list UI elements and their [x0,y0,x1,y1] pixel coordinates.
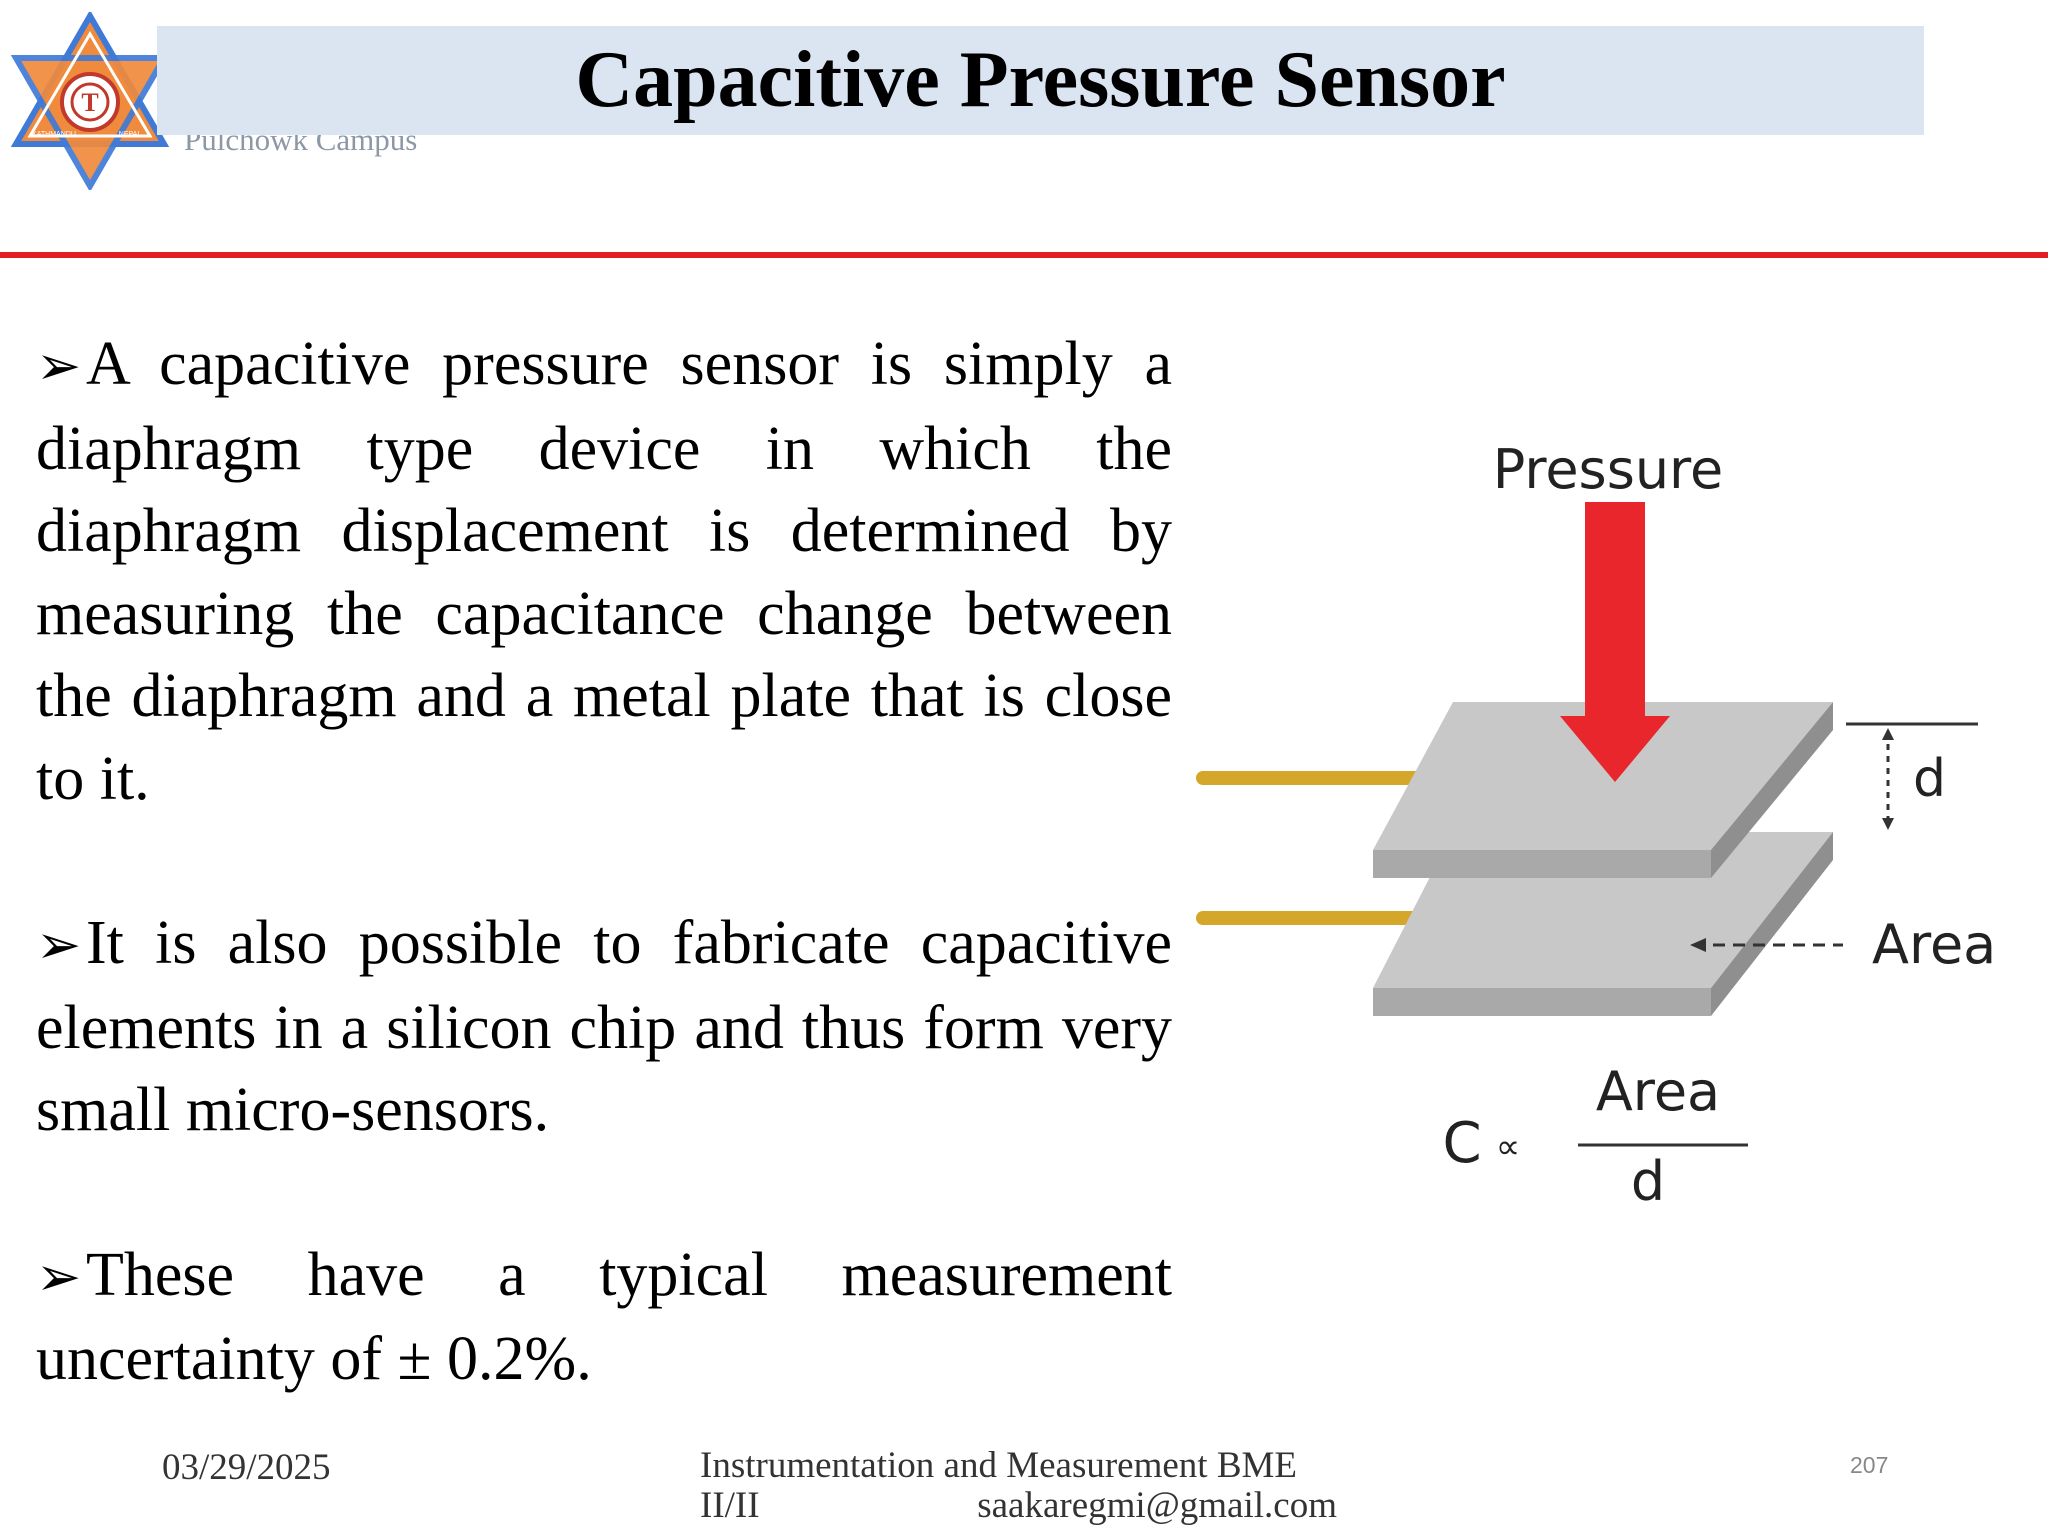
bullet-item: ➢These have a typical measurement uncert… [36,1234,1172,1401]
bullet-item: ➢A capacitive pressure sensor is simply … [36,323,1172,820]
header-divider [0,252,2048,258]
page-number: 207 [1850,1452,1889,1478]
bullet-text: It is also possible to fabricate capacit… [36,909,1172,1144]
bullet-list: ➢A capacitive pressure sensor is simply … [36,323,1172,1401]
formula-numerator: Area [1596,1060,1720,1123]
top-plate [1373,702,1833,878]
logo-text-left: KATHMANDU [32,131,76,138]
arrow-bullet-icon: ➢ [36,1246,82,1307]
footer-course-line2: II/II saakaregmi@gmail.com [700,1486,1337,1526]
gap-label: d [1913,749,1946,809]
arrow-bullet-icon: ➢ [36,915,82,975]
footer-semester: II/II [700,1485,760,1526]
footer-date: 03/29/2025 [162,1447,331,1488]
svg-text:T: T [81,88,98,117]
title-bar: Capacitive Pressure Sensor [157,26,1924,135]
bullet-item: ➢It is also possible to fabricate capaci… [36,902,1172,1152]
formula-relation: ∝ [1496,1127,1520,1167]
formula-denominator: d [1631,1150,1665,1213]
capacitance-formula: C ∝ Area d [1442,1060,1748,1213]
slide-title: Capacitive Pressure Sensor [575,36,1506,124]
capacitor-diagram: Pressure d Area C ∝ Area d [1196,438,1996,1213]
arrow-bullet-icon: ➢ [36,336,82,396]
area-label: Area [1872,913,1996,976]
footer-course-line1: Instrumentation and Measurement BME [700,1445,1298,1486]
pressure-label: Pressure [1493,438,1724,501]
logo-text-right: NEPAL [119,131,142,138]
formula-lhs: C [1442,1111,1481,1176]
bullet-text: A capacitive pressure sensor is simply a… [36,330,1172,813]
footer-course-info: Instrumentation and Measurement BME II/I… [700,1446,1337,1526]
bullet-text: These have a typical measurement uncerta… [36,1240,1172,1394]
institute-logo: T KATHMANDU NEPAL [10,12,170,190]
footer-email: saakaregmi@gmail.com [977,1485,1337,1526]
pressure-arrow-icon [1560,502,1670,782]
